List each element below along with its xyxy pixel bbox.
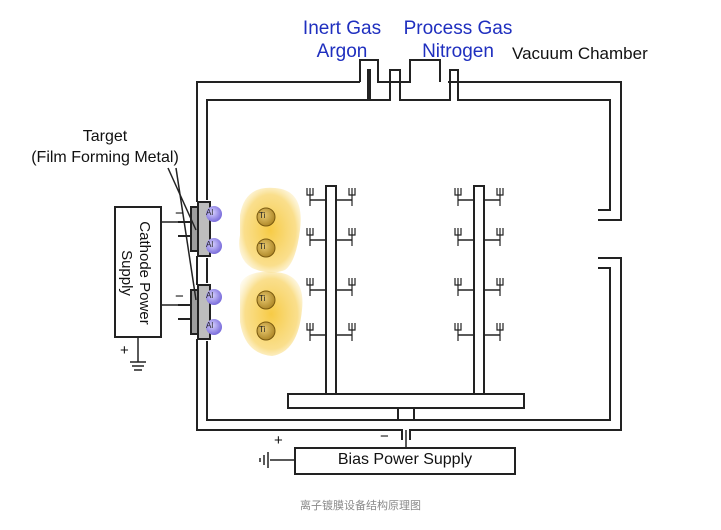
substrate-fork-head <box>496 188 504 206</box>
cathode-power-supply-box <box>114 206 162 338</box>
substrate-rack-right <box>473 185 485 395</box>
substrate-fork-head <box>454 278 462 296</box>
substrate-fork-head <box>348 188 356 206</box>
substrate-fork-head <box>306 323 314 341</box>
figure-caption: 离子镀膜设备结构原理图 <box>300 500 421 512</box>
substrate-fork-head <box>348 278 356 296</box>
bias-wiring <box>259 430 407 468</box>
cathode-minus-upper: − <box>175 205 184 222</box>
substrate-rack-left <box>325 185 337 395</box>
ti-ion-label-4: Ti <box>259 325 266 334</box>
film-forming-metal-label: (Film Forming Metal) <box>31 149 179 166</box>
turntable-base <box>287 393 525 421</box>
al-ions <box>206 206 222 335</box>
ti-ions <box>256 207 276 341</box>
substrate-fork-head <box>454 228 462 246</box>
substrate-fork-head <box>496 228 504 246</box>
ti-ion-label-2: Ti <box>259 242 266 251</box>
al-ion-label-2: Al <box>206 240 214 249</box>
ti-ion-label-3: Ti <box>259 294 266 303</box>
cathode-plus: + <box>120 342 129 359</box>
vacuum-chamber-walls <box>196 59 622 440</box>
cathode-power-supply-label: Cathode Power Supply <box>118 207 153 339</box>
bias-plus: + <box>274 432 283 449</box>
cathode-wiring <box>130 167 197 371</box>
inert-gas-label: Inert Gas <box>302 18 382 39</box>
process-gas-label: Process Gas <box>403 18 513 39</box>
plasma-cloud <box>239 187 303 356</box>
al-ion-label-3: Al <box>206 291 214 300</box>
substrate-fork-head <box>454 188 462 206</box>
substrate-forks <box>310 199 500 336</box>
substrate-fork-head <box>496 278 504 296</box>
cathode-power-line1: Cathode Power <box>136 221 153 325</box>
substrate-fork-head <box>306 228 314 246</box>
argon-label: Argon <box>316 41 368 62</box>
bias-power-supply-box <box>294 447 516 475</box>
substrate-fork-head <box>348 228 356 246</box>
al-ion-label-4: Al <box>206 321 214 330</box>
bias-power-supply-label: Bias Power Supply <box>337 451 473 468</box>
bias-minus: − <box>380 428 389 445</box>
target-label: Target <box>82 128 128 145</box>
cathode-minus-lower: − <box>175 288 184 305</box>
cathode-targets <box>178 201 211 340</box>
ti-ion-label-1: Ti <box>259 211 266 220</box>
al-ion-label-1: Al <box>206 208 214 217</box>
substrate-fork-head <box>306 278 314 296</box>
substrate-fork-head <box>454 323 462 341</box>
cathode-power-line2: Supply <box>118 250 135 296</box>
substrate-fork-head <box>306 188 314 206</box>
substrate-fork-head <box>348 323 356 341</box>
vacuum-chamber-label: Vacuum Chamber <box>512 44 648 63</box>
nitrogen-label: Nitrogen <box>422 41 494 62</box>
fork-heads <box>306 188 504 341</box>
substrate-fork-head <box>496 323 504 341</box>
